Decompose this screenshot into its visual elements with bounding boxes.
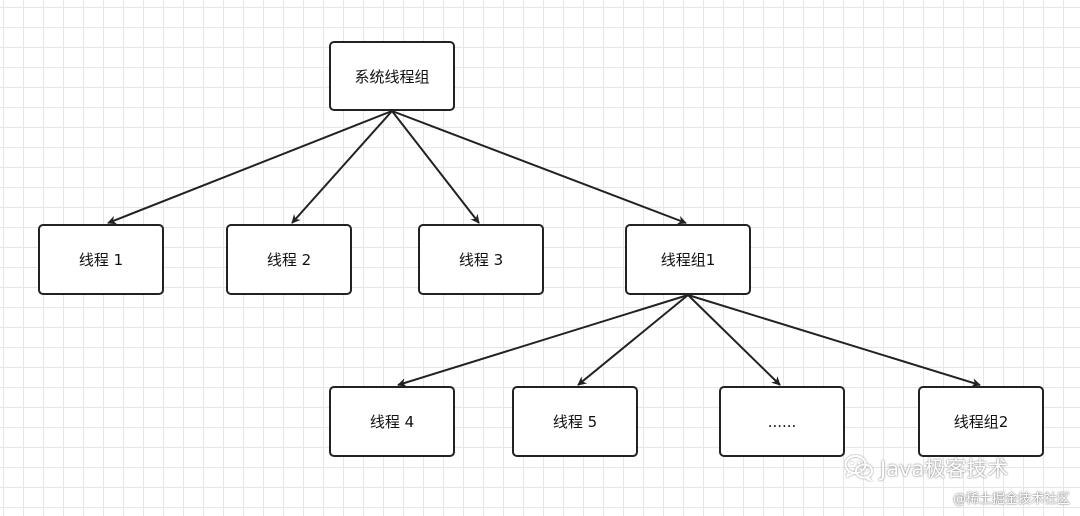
edge-root-thread3 — [391, 110, 480, 224]
node-thread-1: 线程 1 — [38, 224, 164, 295]
edge-root-thread1 — [107, 110, 393, 225]
node-thread-group-2: 线程组2 — [918, 386, 1044, 457]
watermark-main: Java极客技术 — [844, 450, 1008, 486]
watermark-sub-text: @稀土掘金技术社区 — [952, 492, 1070, 507]
edge-root-group1 — [391, 110, 687, 225]
edge-group1-thread5 — [577, 294, 689, 386]
node-thread-group-1: 线程组1 — [625, 224, 751, 295]
watermark-main-text: Java极客技术 — [880, 457, 1009, 481]
node-thread-5: 线程 5 — [512, 386, 638, 457]
node-system-thread-group: 系统线程组 — [329, 41, 455, 111]
edge-group1-thread4 — [397, 294, 689, 387]
node-thread-2: 线程 2 — [226, 224, 352, 295]
node-ellipsis: ...... — [719, 386, 845, 457]
wechat-icon — [844, 454, 874, 483]
node-thread-4: 线程 4 — [329, 386, 455, 457]
edge-group1-ellipsis — [687, 294, 781, 386]
edge-root-thread2 — [291, 110, 393, 224]
node-thread-3: 线程 3 — [418, 224, 544, 295]
edge-group1-group2 — [687, 294, 981, 387]
